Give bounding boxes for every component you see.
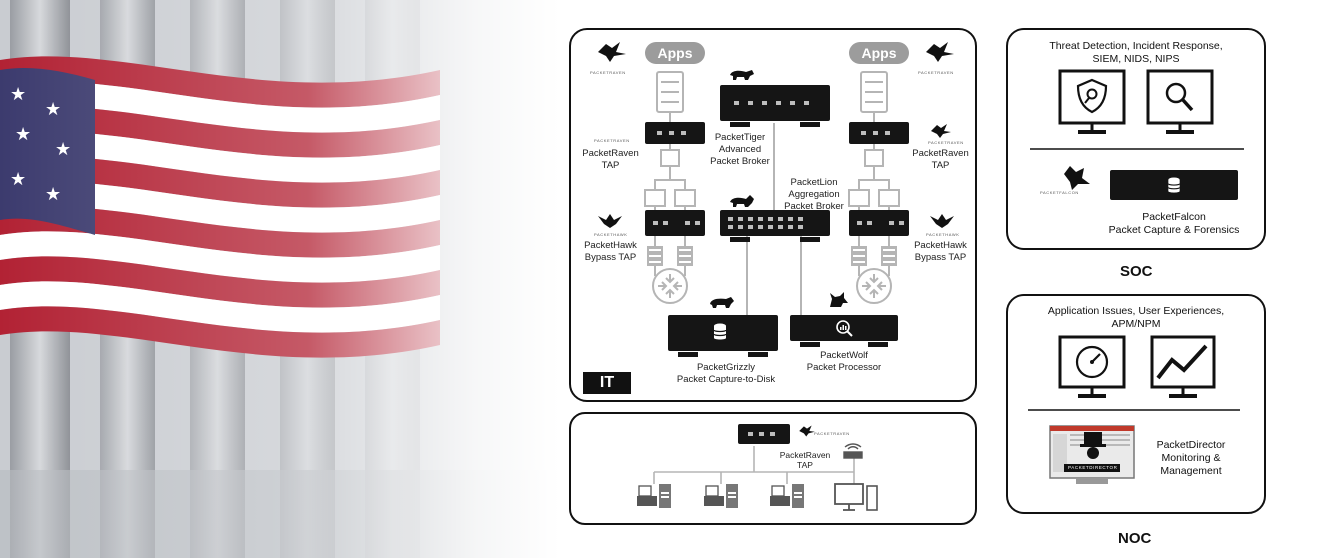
packetgrizzly-label: PacketGrizzly Packet Capture-to-Disk	[676, 362, 776, 385]
packetwolf-device	[790, 315, 898, 341]
packetraven-left-label: PacketRaven TAP	[582, 148, 639, 171]
packetlion-device	[720, 210, 830, 236]
soc-monitors	[1030, 69, 1244, 190]
apps-label-right: Apps	[849, 42, 909, 64]
apps-label-left: Apps	[645, 42, 705, 64]
noc-title: NOC	[1118, 530, 1152, 547]
lion-icon	[730, 195, 754, 207]
logo-text-hawk-left: PACKETHAWK	[594, 232, 628, 237]
american-flag-background: ★ ★ ★ ★ ★ ★	[0, 0, 560, 558]
raven-icon	[931, 124, 951, 138]
it-badge: IT	[583, 372, 631, 394]
magnifier-chart-icon	[836, 320, 853, 337]
database-icon	[1167, 177, 1181, 193]
packethawk-right-label: PacketHawk Bypass TAP	[914, 240, 967, 263]
hawk-icon	[930, 214, 954, 228]
packetlion-label: PacketLion Aggregation Packet Broker	[784, 177, 844, 212]
packetgrizzly-device	[668, 315, 778, 351]
noc-monitors	[1028, 335, 1240, 484]
packetfalcon-device	[1110, 170, 1238, 200]
logo-text-falcon: PACKETFALCON	[1040, 190, 1079, 195]
soc-heading: Threat Detection, Incident Response, SIE…	[1049, 40, 1223, 65]
logo-text-director: PACKETDIRECTOR	[1068, 465, 1118, 470]
raven-icon	[799, 425, 815, 437]
packetraven-logo-icon	[598, 42, 626, 62]
logo-text-raven-edge: PACKETRAVEN	[814, 431, 850, 436]
edge-network-lines	[637, 443, 878, 511]
packetfalcon-label: PacketFalcon Packet Capture & Forensics	[1108, 211, 1240, 236]
packettiger-label: PacketTiger Advanced Packet Broker	[710, 132, 770, 167]
database-icon	[713, 323, 727, 340]
packetraven-edge-label: PacketRaven TAP	[779, 450, 831, 470]
packethawk-right-device	[849, 210, 909, 236]
packetraven-logo-icon	[926, 42, 954, 62]
it-connection-lines	[644, 71, 900, 316]
packetraven-tap-left	[645, 122, 705, 144]
soc-title: SOC	[1120, 263, 1153, 280]
packettiger-device	[720, 85, 830, 121]
tiger-icon	[730, 70, 754, 80]
packethawk-left-label: PacketHawk Bypass TAP	[584, 240, 637, 263]
logo-text-raven-top-left: PACKETRAVEN	[590, 70, 626, 75]
packetraven-tap-edge	[738, 424, 790, 444]
logo-text-raven-left: PACKETRAVEN	[594, 138, 630, 143]
noc-heading: Application Issues, User Experiences, AP…	[1047, 305, 1225, 330]
bear-icon	[710, 297, 734, 308]
logo-text-raven-top-right: PACKETRAVEN	[918, 70, 954, 75]
logo-text-hawk-right: PACKETHAWK	[926, 232, 960, 237]
soc-panel	[1006, 28, 1266, 250]
wolf-icon	[830, 292, 848, 307]
packetraven-tap-right	[849, 122, 909, 144]
packethawk-left-device	[645, 210, 705, 236]
logo-text-raven-right: PACKETRAVEN	[928, 140, 964, 145]
packetdirector-label: PacketDirector Monitoring & Management	[1156, 439, 1226, 477]
packetraven-right-label: PacketRaven TAP	[912, 148, 969, 171]
hawk-icon	[598, 214, 622, 228]
packetwolf-label: PacketWolf Packet Processor	[806, 350, 882, 373]
